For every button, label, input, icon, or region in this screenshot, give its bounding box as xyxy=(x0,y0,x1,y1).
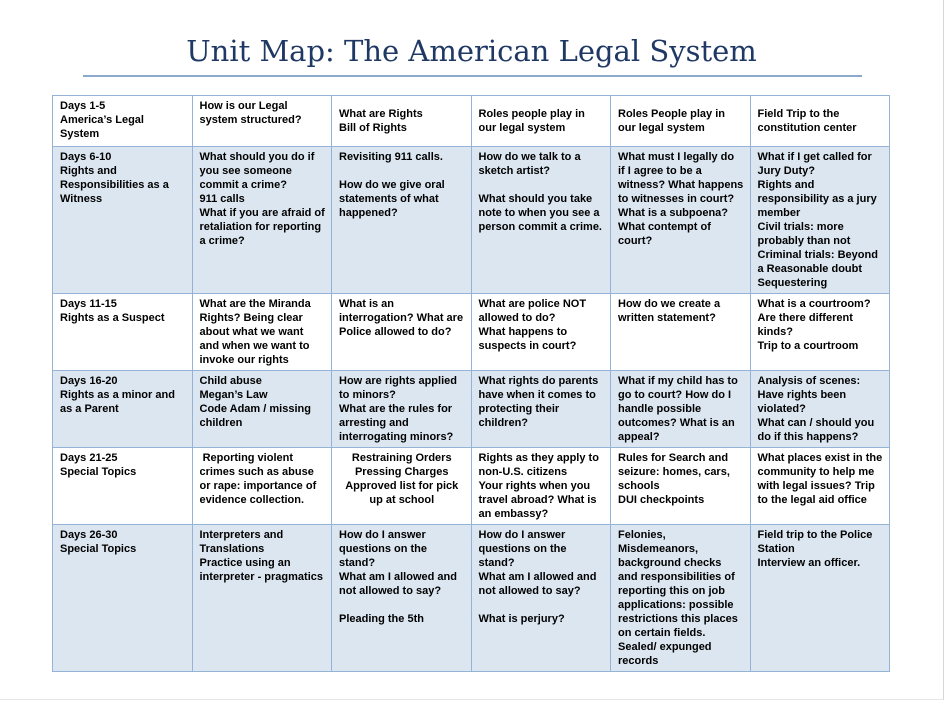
table-cell: Field Trip to the constitution center xyxy=(749,95,890,147)
table-row: Days 16-20 Rights as a minor and as a Pa… xyxy=(52,370,890,448)
table-cell: Field trip to the Police Station Intervi… xyxy=(749,524,890,672)
table-cell: How do we talk to a sketch artist? What … xyxy=(470,146,611,294)
table-cell: Days 11-15 Rights as a Suspect xyxy=(52,293,193,371)
table-cell: What should you do if you see someone co… xyxy=(191,146,332,294)
table-cell: What places exist in the community to he… xyxy=(749,447,890,525)
table-cell: How are rights applied to minors? What a… xyxy=(331,370,472,448)
table-cell: Days 26-30 Special Topics xyxy=(52,524,193,672)
table-cell: Analysis of scenes: Have rights been vio… xyxy=(749,370,890,448)
table-cell: How do I answer questions on the stand? … xyxy=(470,524,611,672)
table-cell: Days 6-10 Rights and Responsibilities as… xyxy=(52,146,193,294)
table-cell: What rights do parents have when it come… xyxy=(470,370,611,448)
table-cell: Revisiting 911 calls. How do we give ora… xyxy=(331,146,472,294)
table-row: Days 6-10 Rights and Responsibilities as… xyxy=(52,146,890,294)
page-title: Unit Map: The American Legal System xyxy=(186,34,757,68)
table-cell: What is an interrogation? What are Polic… xyxy=(331,293,472,371)
table-cell: What if I get called for Jury Duty? Righ… xyxy=(749,146,890,294)
table-row: Days 21-25 Special Topics Reporting viol… xyxy=(52,447,890,525)
table-cell: Rights as they apply to non-U.S. citizen… xyxy=(470,447,611,525)
table-cell: What must I legally do if I agree to be … xyxy=(610,146,751,294)
table-cell: What are police NOT allowed to do? What … xyxy=(470,293,611,371)
table-cell: Reporting violent crimes such as abuse o… xyxy=(191,447,332,525)
table-cell: Child abuse Megan’s Law Code Adam / miss… xyxy=(191,370,332,448)
table-cell: Interpreters and Translations Practice u… xyxy=(191,524,332,672)
table-cell: Roles people play in our legal system xyxy=(470,95,611,147)
table-cell: Restraining Orders Pressing Charges Appr… xyxy=(331,447,472,525)
title-underline xyxy=(83,75,862,77)
table-cell: What are the Miranda Rights? Being clear… xyxy=(191,293,332,371)
table-cell: Rules for Search and seizure: homes, car… xyxy=(610,447,751,525)
table-cell: Roles People play in our legal system xyxy=(610,95,751,147)
table-cell: How do I answer questions on the stand? … xyxy=(331,524,472,672)
table-cell: Days 21-25 Special Topics xyxy=(52,447,193,525)
table-cell: How is our Legal system structured? xyxy=(191,95,332,147)
table-cell: Days 16-20 Rights as a minor and as a Pa… xyxy=(52,370,193,448)
table-cell: Days 1-5 America’s Legal System xyxy=(52,95,193,147)
table-cell: How do we create a written statement? xyxy=(610,293,751,371)
table-cell: What is a courtroom? Are there different… xyxy=(749,293,890,371)
table-cell: Felonies, Misdemeanors, background check… xyxy=(610,524,751,672)
table-cell: What are Rights Bill of Rights xyxy=(331,95,472,147)
table-cell: What if my child has to go to court? How… xyxy=(610,370,751,448)
